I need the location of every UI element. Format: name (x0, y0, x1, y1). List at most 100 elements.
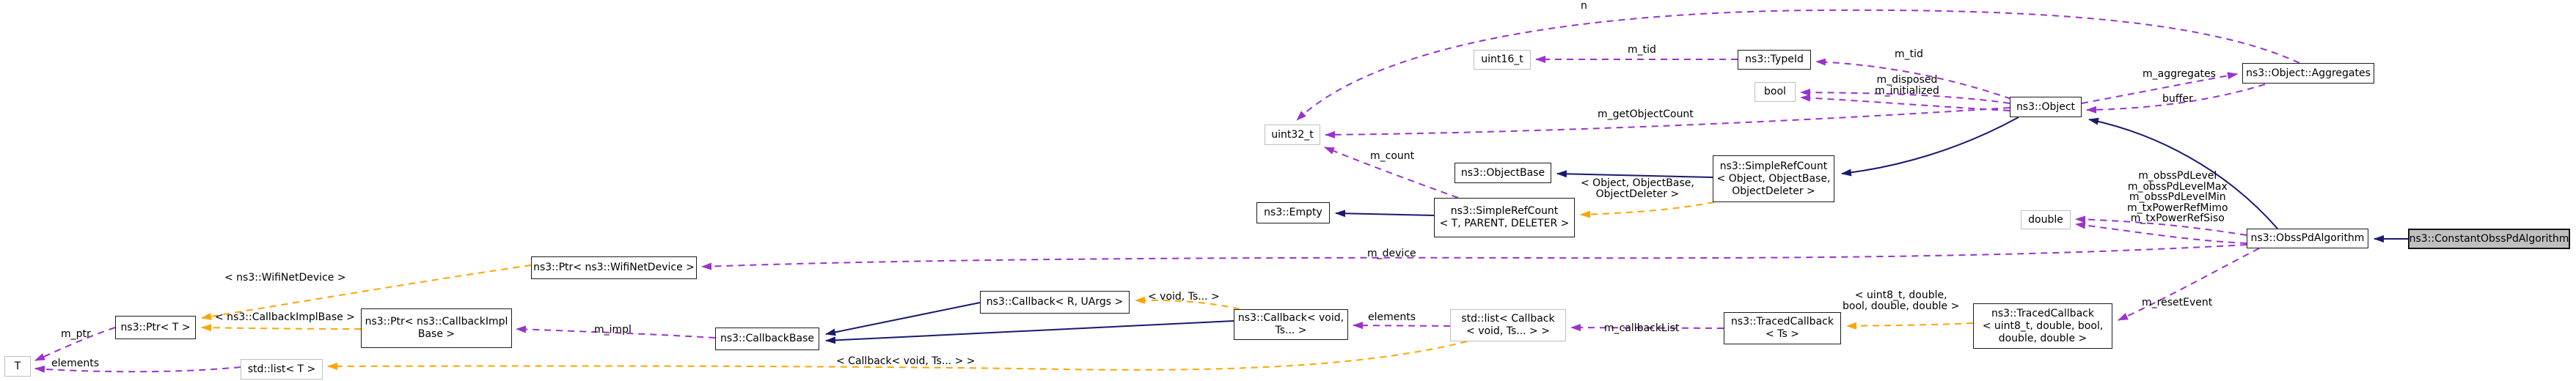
class-node-label: double (2028, 213, 2063, 226)
class-node-callbackbase[interactable]: ns3::CallbackBase (715, 328, 819, 350)
edge-label-n: n (1581, 1, 1587, 12)
class-node-object[interactable]: ns3::Object (2010, 97, 2082, 117)
edge-label-buffer: buffer (2162, 94, 2193, 105)
class-node-label: Base > (417, 328, 455, 340)
edge-elements-right (1353, 322, 1451, 330)
class-node-object-aggregates[interactable]: ns3::Object::Aggregates (2242, 63, 2374, 84)
class-node-callback-r-uargs[interactable]: ns3::Callback< R, UArgs > (980, 291, 1130, 314)
class-node-label: ns3::TracedCallback (1731, 316, 1834, 328)
edge-label-inst-tracedcallback: < uint8_t, double,bool, double, double > (1843, 290, 1959, 311)
edge-label-inst-void-ts: < void, Ts... > (1148, 292, 1220, 303)
class-node-label: ns3::Ptr< ns3::CallbackImpl (365, 316, 508, 328)
class-node-label: ns3::Ptr< ns3::WifiNetDevice > (533, 262, 695, 273)
class-node-label: std::list< T > (247, 363, 316, 375)
edge-label-line: elements (51, 358, 100, 369)
class-node-empty[interactable]: ns3::Empty (1256, 202, 1330, 223)
edge-simplerefcount-t-to-empty (1335, 210, 1435, 218)
class-node-ptr-wifinetdevice[interactable]: ns3::Ptr< ns3::WifiNetDevice > (531, 256, 697, 279)
edge-m-getobjectcount (1325, 107, 2010, 138)
class-node-label: double, double > (1998, 332, 2087, 344)
edge-simplerefcount-object-to-objectbase (1556, 170, 1713, 178)
edge-label-elements-left: elements (51, 358, 99, 369)
edge-label-line: < ns3::WifiNetDevice > (224, 272, 346, 284)
class-node-obsspdalgorithm[interactable]: ns3::ObssPdAlgorithm (2247, 229, 2368, 248)
class-node-uint16-t[interactable]: uint16_t (1474, 50, 1531, 70)
edge-label-line: m_obssPdLevelMax (2127, 180, 2228, 193)
edge-m-initialized (1800, 94, 2010, 111)
class-node-t[interactable]: T (4, 356, 31, 377)
class-node-simplerefcount-t[interactable]: ns3::SimpleRefCount< T, PARENT, DELETER … (1434, 198, 1575, 237)
edge-label-line: m_device (1367, 248, 1416, 259)
edge-label-line: m_disposed (1876, 74, 1938, 86)
edge-inst-simplerefcount (1580, 201, 1715, 218)
class-node-label: uint16_t (1481, 53, 1523, 65)
class-node-label: ns3::Object::Aggregates (2246, 67, 2371, 79)
edge-label-line: m_callbackList (1604, 322, 1680, 334)
class-node-callback-void-ts[interactable]: ns3::Callback< void,Ts... > (1234, 309, 1348, 340)
edge-m-resetevent (2118, 248, 2260, 321)
class-node-label: < void, Ts... > > (1466, 325, 1550, 337)
edge-label-m-impl: m_impl (594, 325, 632, 336)
class-node-simplerefcount-object[interactable]: ns3::SimpleRefCount< Object, ObjectBase,… (1713, 155, 1834, 202)
edge-object-to-simplerefcount-object (1841, 116, 2019, 177)
edge-label-m-aggregates: m_aggregates (2143, 69, 2216, 80)
edge-label-m-callbacklist: m_callbackList (1604, 323, 1679, 334)
edge-label-inst-simplerefcount: < Object, ObjectBase,ObjectDeleter > (1581, 178, 1694, 199)
class-node-list-callback-void-ts[interactable]: std::list< Callback< void, Ts... > > (1450, 309, 1566, 341)
class-node-label: ns3::TypeId (1745, 53, 1804, 65)
class-node-label: std::list< Callback (1461, 313, 1555, 325)
class-node-label: ns3::ObssPdAlgorithm (2250, 232, 2365, 244)
edge-inst-wifinetdevice (201, 265, 532, 320)
edge-label-inst-wifinetdevice: < ns3::WifiNetDevice > (224, 273, 346, 284)
edge-label-m-count: m_count (1370, 151, 1414, 162)
class-node-uint32-t[interactable]: uint32_t (1265, 125, 1320, 145)
class-node-constantobsspdalgorithm[interactable]: ns3::ConstantObssPdAlgorithm (2408, 229, 2570, 249)
class-node-label: uint32_t (1271, 128, 1314, 141)
class-node-typeid[interactable]: ns3::TypeId (1738, 50, 1811, 70)
class-node-label: < Object, ObjectBase, (1716, 172, 1831, 185)
class-node-label: ns3::Callback< void, (1237, 312, 1344, 324)
class-node-label: ns3::ConstantObssPdAlgorithm (2409, 232, 2569, 245)
class-node-label: ns3::Object (2016, 100, 2076, 113)
edge-label-line: ObjectDeleter > (1595, 188, 1680, 200)
class-node-objectbase[interactable]: ns3::ObjectBase (1455, 163, 1551, 183)
class-node-bool[interactable]: bool (1754, 82, 1796, 102)
edge-m-device (701, 244, 2247, 270)
class-node-double[interactable]: double (2021, 210, 2071, 229)
class-node-label: T (14, 360, 21, 372)
edge-label-line: m_resetEvent (2142, 297, 2213, 308)
edge-label-line: m_impl (594, 324, 632, 336)
edge-inst-tracedcallback (1846, 322, 1974, 330)
edge-label-line: m_initialized (1875, 84, 1939, 97)
edge-label-line: bool, double, double > (1843, 300, 1960, 312)
edge-label-m-tid-right: m_tid (1895, 49, 1923, 60)
edge-label-line: < Callback< void, Ts... > > (836, 355, 976, 367)
class-node-label: ns3::Callback< R, UArgs > (986, 296, 1124, 308)
edge-inst-callback-long (327, 341, 1468, 371)
class-node-list-t[interactable]: std::list< T > (241, 359, 323, 380)
edge-label-elements-right: elements (1368, 312, 1416, 323)
class-node-label: ns3::SimpleRefCount (1450, 205, 1559, 217)
edge-label-m-tid-left: m_tid (1628, 45, 1656, 56)
class-node-label: < uint8_t, double, bool, (1982, 319, 2104, 332)
class-node-label: bool (1764, 86, 1786, 97)
class-node-ptr-t[interactable]: ns3::Ptr< T > (115, 316, 196, 339)
class-node-tracedcallback-inst[interactable]: ns3::TracedCallback< uint8_t, double, bo… (1973, 303, 2112, 349)
edge-label-inst-callbackimplbase: < ns3::CallbackImplBase > (215, 312, 355, 323)
class-node-label: < T, PARENT, DELETER > (1439, 218, 1570, 229)
edge-buffer (2086, 84, 2266, 114)
class-node-label: Ts... > (1275, 325, 1307, 336)
class-node-tracedcallback-ts[interactable]: ns3::TracedCallback< Ts > (1724, 312, 1841, 344)
edge-label-line: elements (1368, 311, 1416, 323)
edge-m-tid-right (1815, 58, 2012, 100)
edge-label-line: m_obssPdLevelMin (2129, 191, 2226, 203)
edge-n (1296, 9, 2300, 121)
edge-label-line: < ns3::CallbackImplBase > (215, 311, 355, 323)
edge-label-line: m_txPowerRefSiso (2130, 212, 2225, 224)
class-node-label: ns3::SimpleRefCount (1719, 160, 1828, 172)
